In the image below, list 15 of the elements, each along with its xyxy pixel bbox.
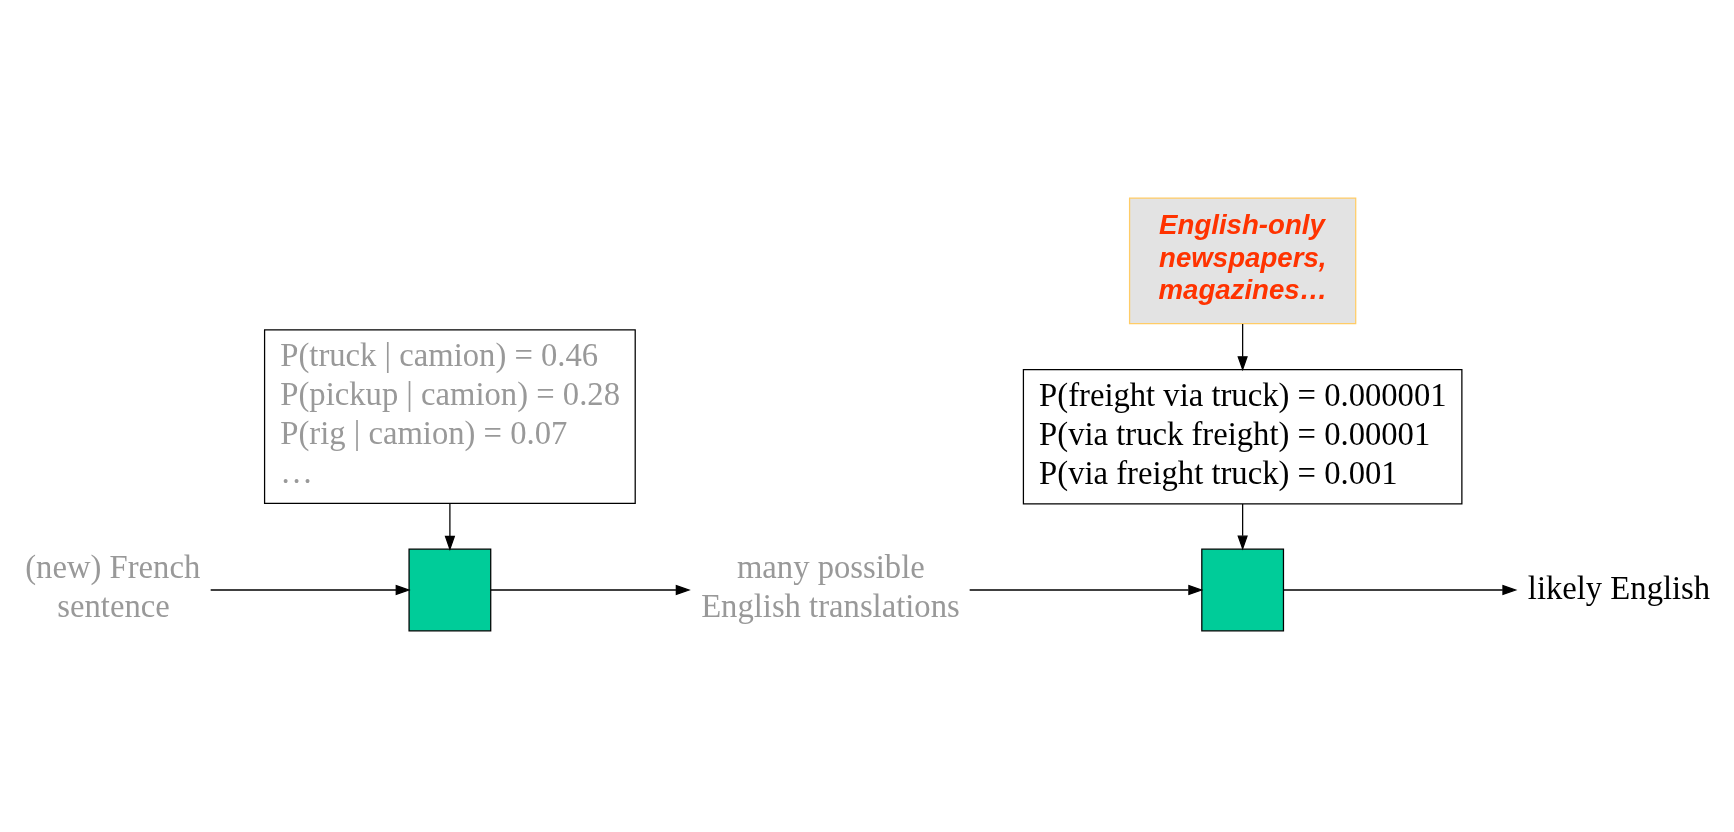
node-text: likely English <box>1527 569 1711 606</box>
arrow <box>490 584 691 596</box>
node-text: (new) French sentence <box>25 549 201 625</box>
arrow <box>210 584 411 596</box>
arrow <box>1237 503 1248 551</box>
node-box <box>1201 548 1285 632</box>
arrow <box>1282 584 1518 596</box>
arrow <box>1237 323 1248 372</box>
node-box: P(truck | camion) = 0.46 P(pickup | camion) = 0.28 P(rig | camion) = 0.07 … <box>263 329 636 504</box>
node-text: many possible English translations <box>701 549 960 625</box>
node-box: English-only newspapers, magazines… <box>1128 197 1357 325</box>
node-box <box>408 548 492 632</box>
node-box: P(freight via truck) = 0.000001 P(via truck freight) = 0.00001 P(via freight truck) = 0.001 <box>1022 368 1463 505</box>
arrow <box>969 584 1204 596</box>
arrow <box>444 502 456 551</box>
